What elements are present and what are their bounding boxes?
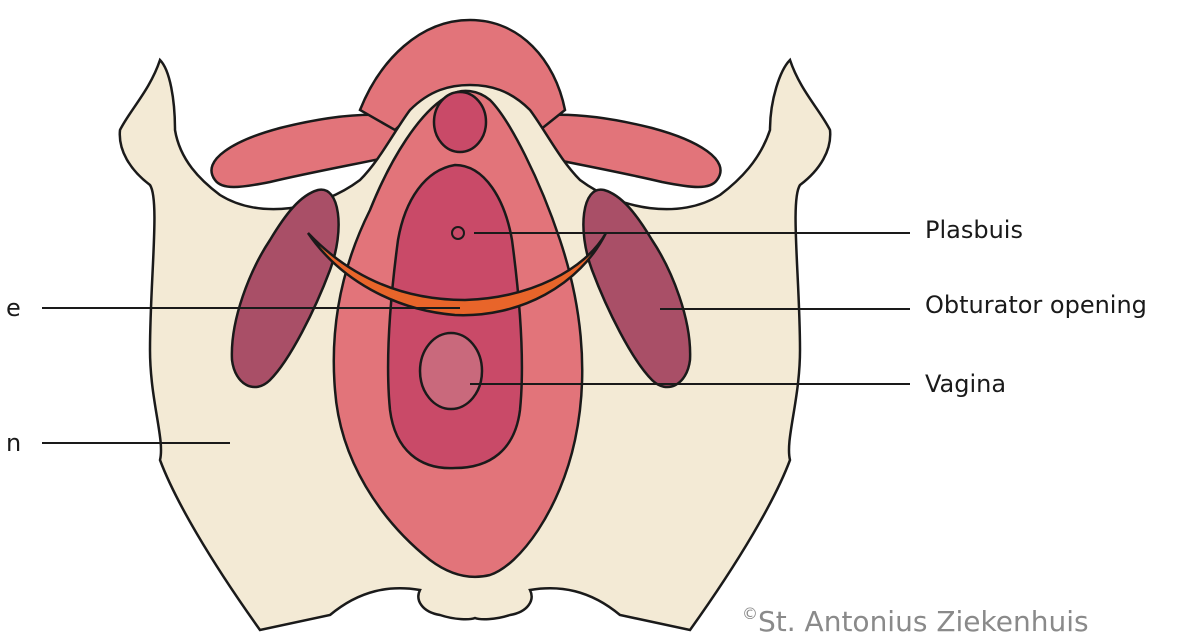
vagina-opening — [420, 333, 482, 409]
upper-oval — [434, 92, 486, 152]
label-vagina: Vagina — [925, 370, 1006, 398]
label-obturator-opening: Obturator opening — [925, 291, 1147, 319]
label-urethra: Plasbuis — [925, 216, 1023, 244]
urethra-opening — [452, 227, 464, 239]
copyright-symbol: © — [742, 604, 758, 623]
label-left-lower: n — [6, 429, 21, 457]
pelvic-floor-muscle-inner — [388, 165, 522, 468]
copyright-notice: ©St. Antonius Ziekenhuis — [742, 598, 1089, 637]
label-left-upper: e — [6, 294, 21, 322]
copyright-text: St. Antonius Ziekenhuis — [758, 605, 1089, 637]
